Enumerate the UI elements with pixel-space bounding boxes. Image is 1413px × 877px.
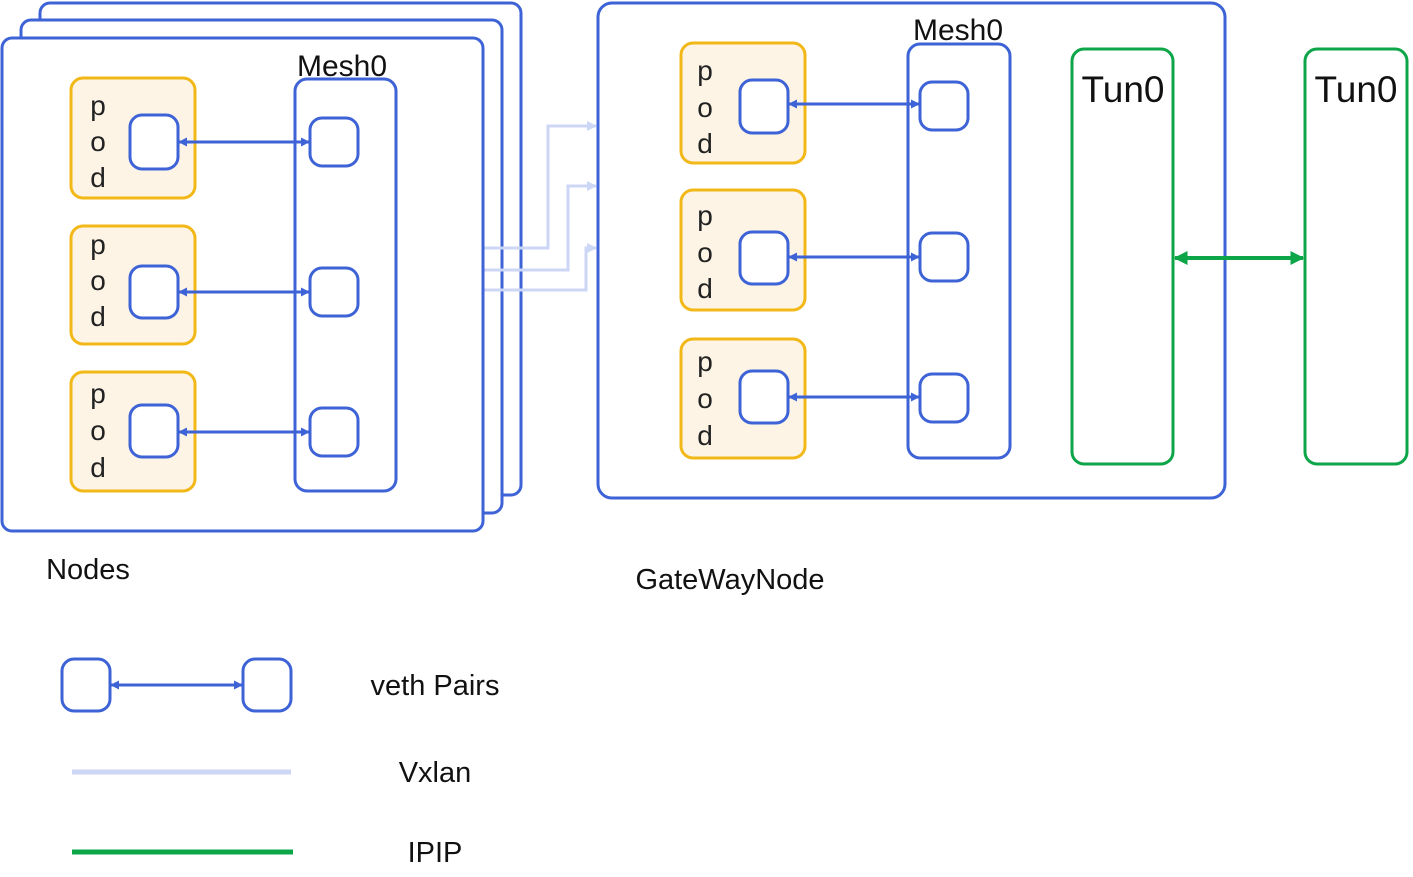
veth-end-pod: [738, 369, 790, 425]
pod-letter-d: d: [90, 452, 106, 483]
veth-end-pod: [128, 403, 180, 459]
left-pod-1: p o d: [69, 76, 197, 200]
pod-letter-p: p: [90, 229, 106, 260]
mesh0-right: [906, 42, 1012, 460]
vxlan-link-3: [480, 243, 597, 292]
pod-letter-o: o: [697, 237, 713, 268]
pod-letter-d: d: [90, 162, 106, 193]
pod-letter-d: d: [697, 420, 713, 451]
veth-end-pod: [738, 78, 790, 135]
gateway-pod-1: p o d: [679, 41, 807, 165]
legend-veth: veth Pairs: [60, 657, 500, 713]
tun0-inner-label: Tun0: [1082, 69, 1165, 110]
veth-end-mesh: [918, 372, 970, 424]
vxlan-link-1: [480, 121, 597, 250]
veth-end-mesh: [918, 80, 970, 132]
left-veth-links: [178, 137, 310, 437]
legend-veth-end-right: [241, 657, 293, 713]
pod-letter-p: p: [697, 346, 713, 377]
left-pod-2: p o d: [69, 224, 197, 346]
gateway-veth-links: [788, 99, 920, 402]
pod-letter-o: o: [697, 92, 713, 123]
pod-letter-o: o: [90, 126, 106, 157]
vxlan-link-2: [480, 181, 597, 272]
veth-end-pod: [128, 264, 180, 320]
veth-end-pod: [128, 113, 180, 171]
pod-letter-o: o: [697, 383, 713, 414]
legend-vxlan: Vxlan: [72, 757, 471, 789]
veth-end-mesh: [918, 231, 970, 283]
tun0-outer-label: Tun0: [1315, 69, 1398, 110]
pod-letter-p: p: [90, 378, 106, 409]
veth-end-mesh: [308, 266, 360, 318]
gateway-node-label: GateWayNode: [635, 564, 824, 596]
mesh0-right-label: Mesh0: [913, 14, 1003, 47]
legend-vxlan-label: Vxlan: [399, 757, 472, 789]
pod-letter-o: o: [90, 265, 106, 296]
legend-ipip: IPIP: [72, 837, 462, 869]
pod-letter-p: p: [697, 200, 713, 231]
pod-letter-d: d: [697, 273, 713, 304]
tun0-outer: [1303, 47, 1409, 466]
legend-veth-label: veth Pairs: [371, 670, 500, 702]
legend-veth-end-left: [60, 657, 112, 713]
pod-letter-p: p: [90, 90, 106, 121]
nodes-label: Nodes: [46, 554, 130, 586]
legend: veth Pairs Vxlan IPIP: [60, 657, 500, 869]
gateway-pod-3: p o d: [679, 337, 807, 460]
pod-letter-o: o: [90, 415, 106, 446]
gateway-pod-2: p o d: [679, 188, 807, 312]
tun0-inner: [1070, 47, 1175, 466]
pod-letter-p: p: [697, 55, 713, 86]
veth-end-pod: [738, 230, 790, 286]
veth-end-mesh: [308, 406, 360, 458]
mesh0-left-label: Mesh0: [297, 50, 387, 83]
veth-end-mesh: [308, 116, 360, 168]
left-pod-3: p o d: [69, 370, 197, 493]
vxlan-links: [480, 121, 597, 292]
pod-letter-d: d: [697, 128, 713, 159]
legend-ipip-label: IPIP: [408, 837, 463, 869]
mesh0-left: [293, 77, 398, 493]
pod-letter-d: d: [90, 301, 106, 332]
